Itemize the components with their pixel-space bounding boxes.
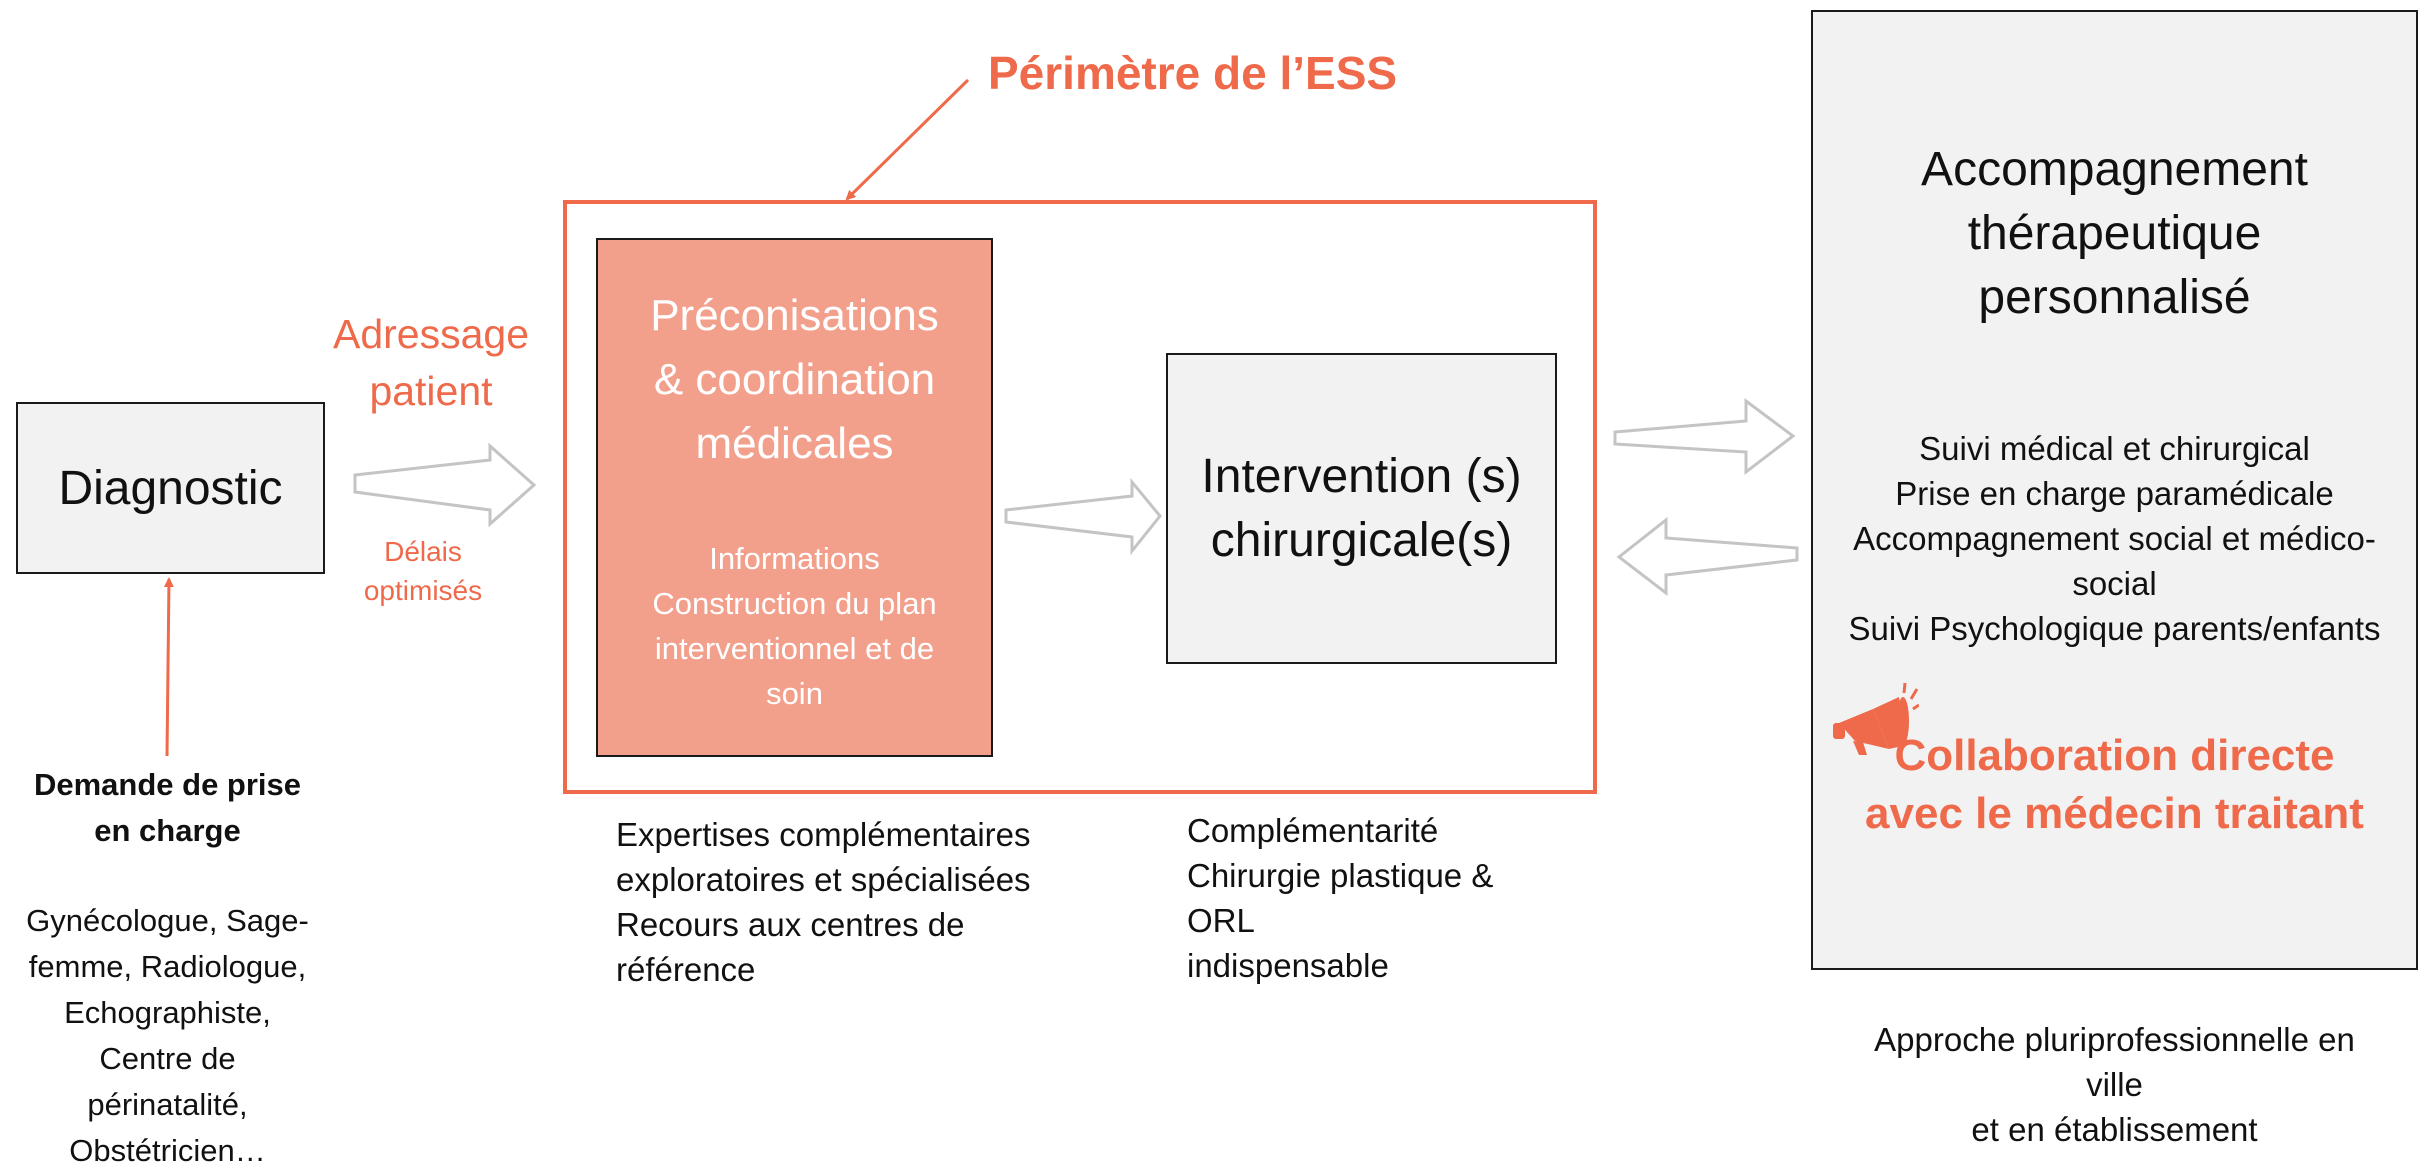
- perimeter-label: Périmètre de l’ESS: [988, 47, 1398, 99]
- delais-line: Délais: [384, 536, 462, 567]
- demande-title-line: en charge: [94, 813, 241, 848]
- collaboration-line: avec le médecin traitant: [1865, 789, 2364, 838]
- delais-line: optimisés: [363, 575, 483, 606]
- accompagnement-title-line: personnalisé: [1978, 271, 2251, 324]
- demande-to-diagnostic-arrow: [163, 577, 174, 757]
- intervention-line: Intervention (s): [1201, 449, 1522, 503]
- preconisations-title-line: & coordination: [653, 355, 936, 404]
- expertises-line: Expertises complémentaires: [616, 816, 1031, 853]
- complementarite-line: Complémentarité: [1187, 812, 1439, 849]
- demande-list-line: Centre de: [99, 1041, 236, 1076]
- diagnostic-box: Diagnostic: [16, 402, 325, 574]
- accompagnement-list-line: Suivi médical et chirurgical: [1919, 430, 2310, 467]
- preconisations-detail-line: Informations: [709, 541, 880, 576]
- expertises-line: référence: [616, 951, 756, 988]
- preconisations-title-line: médicales: [695, 419, 894, 468]
- accompagnement-list-line: Accompagnement social et médico-: [1853, 520, 2376, 557]
- accompagnement-list-line: Suivi Psychologique parents/enfants: [1848, 610, 2381, 647]
- ess-perimeter-frame: [563, 200, 1597, 794]
- approche-line: ville: [2086, 1066, 2143, 1103]
- precon-to-intervention-arrow: [1004, 477, 1162, 556]
- expertises-line: exploratoires et spécialisées: [616, 861, 1031, 898]
- demande-title-line: Demande de prise: [33, 767, 302, 802]
- complementarite-line: indispensable: [1187, 947, 1389, 984]
- preconisations-details: Informations Construction du plan interv…: [598, 536, 991, 716]
- intervention-box: Intervention (s) chirurgicale(s): [1166, 353, 1557, 664]
- demande-list-line: Gynécologue, Sage-: [26, 903, 309, 938]
- complementarite-line: Chirurgie plastique &: [1187, 857, 1494, 894]
- demande-list-line: Echographiste,: [64, 995, 271, 1030]
- demande-list-line: Obstétricien…: [69, 1133, 266, 1168]
- expertises-line: Recours aux centres de: [616, 906, 965, 943]
- demande-title: Demande de prise en charge: [0, 762, 335, 854]
- diagnostic-label: Diagnostic: [58, 461, 283, 515]
- perimeter-to-accompagnement-arrow: [1613, 398, 1796, 476]
- accompagnement-list-line: Prise en charge paramédicale: [1895, 475, 2334, 512]
- delais-label: Délais optimisés: [344, 532, 502, 610]
- collaboration-text: Collaboration directe avec le médecin tr…: [1813, 727, 2416, 843]
- complementarite-line: ORL: [1187, 902, 1255, 939]
- approche-text: Approche pluriprofessionnelle en ville e…: [1811, 1017, 2418, 1152]
- demande-list-line: périnatalité,: [87, 1087, 248, 1122]
- accompagnement-title-line: thérapeutique: [1967, 207, 2262, 260]
- accompagnement-title-line: Accompagnement: [1921, 143, 2308, 196]
- accompagnement-box: Accompagnement thérapeutique personnalis…: [1811, 10, 2418, 970]
- diagnostic-to-precon-arrow: [353, 442, 537, 528]
- accompagnement-list-line: social: [2072, 565, 2157, 602]
- intervention-line: chirurgicale(s): [1210, 513, 1513, 567]
- preconisations-detail-line: interventionnel et de: [654, 631, 935, 666]
- megaphone-icon: [1833, 682, 1919, 755]
- preconisations-detail-line: Construction du plan: [652, 586, 937, 621]
- preconisations-title: Préconisations & coordination médicales: [598, 284, 991, 476]
- collaboration-line: Collaboration directe: [1894, 731, 2335, 780]
- perimeter-pointer-arrow: [845, 78, 970, 201]
- expertises-text: Expertises complémentaires exploratoires…: [616, 812, 1086, 992]
- accompagnement-title: Accompagnement thérapeutique personnalis…: [1813, 138, 2416, 330]
- accompagnement-list: Suivi médical et chirurgical Prise en ch…: [1813, 426, 2416, 651]
- preconisations-box: Préconisations & coordination médicales …: [596, 238, 993, 757]
- preconisations-detail-line: soin: [766, 676, 823, 711]
- adressage-line: Adressage: [332, 311, 529, 357]
- preconisations-title-line: Préconisations: [650, 291, 939, 340]
- demande-block: Demande de prise en charge Gynécologue, …: [0, 762, 335, 1174]
- adressage-line: patient: [369, 368, 493, 414]
- adressage-label: Adressage patient: [320, 306, 542, 420]
- complementarite-text: Complémentarité Chirurgie plastique & OR…: [1187, 808, 1567, 988]
- demande-list: Gynécologue, Sage- femme, Radiologue, Ec…: [0, 898, 335, 1174]
- accompagnement-to-perimeter-arrow: [1616, 516, 1799, 597]
- approche-line: Approche pluriprofessionnelle en: [1874, 1021, 2355, 1058]
- approche-line: et en établissement: [1971, 1111, 2258, 1148]
- demande-list-line: femme, Radiologue,: [28, 949, 307, 984]
